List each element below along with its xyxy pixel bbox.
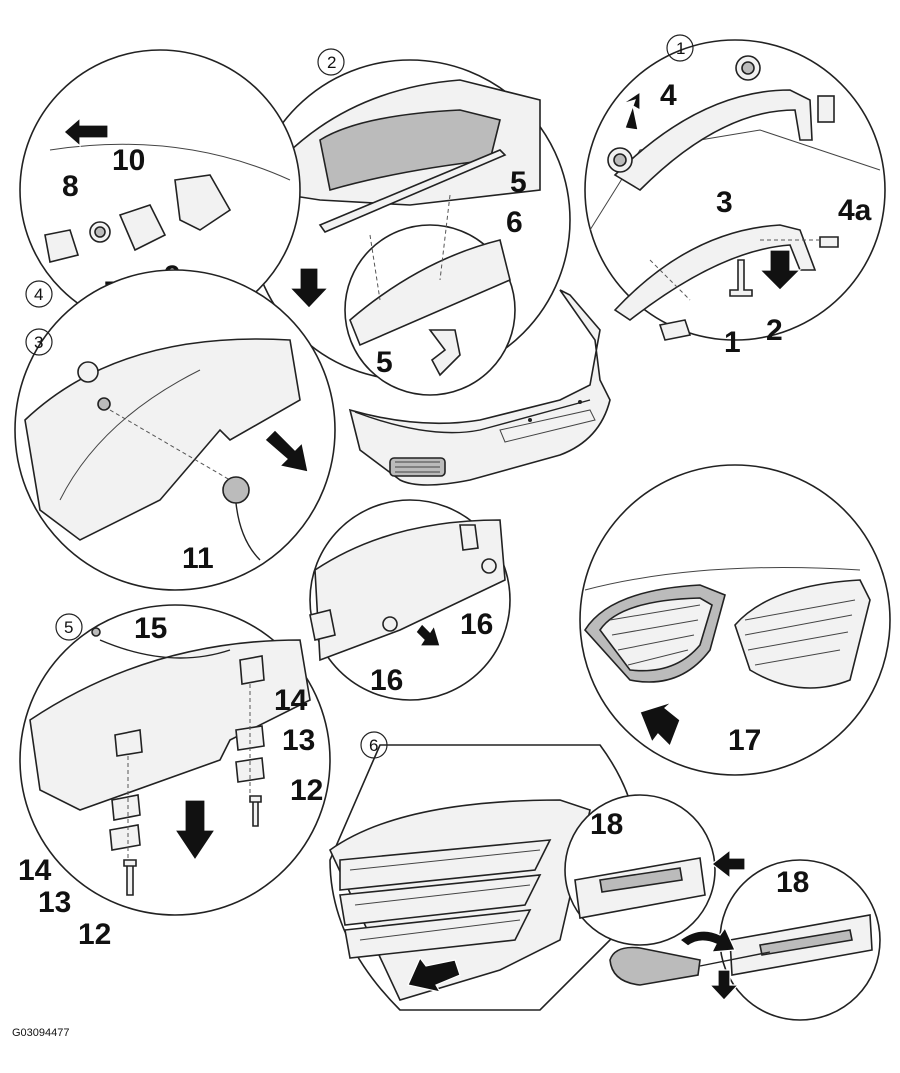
label-12-left: 12 xyxy=(78,918,111,951)
arrow-left-icon xyxy=(63,116,109,148)
label-5-lower: 5 xyxy=(376,346,393,379)
arrow-left-icon xyxy=(639,701,681,748)
step-5-circle xyxy=(55,613,83,641)
label-16-lower: 16 xyxy=(370,664,403,697)
label-3: 3 xyxy=(716,186,733,219)
label-1: 1 xyxy=(724,326,741,359)
panel-grille xyxy=(579,464,891,776)
label-18-right: 18 xyxy=(776,866,809,899)
arrow-right-icon xyxy=(415,623,441,647)
label-15: 15 xyxy=(134,612,167,645)
label-10: 10 xyxy=(112,144,145,177)
step-number-3: 3 xyxy=(34,333,43,352)
arrow-down-icon xyxy=(288,267,330,309)
step-4-circle xyxy=(25,280,53,308)
arrow-down-icon xyxy=(173,799,217,862)
step-2-circle xyxy=(317,48,345,76)
panel-4 xyxy=(19,49,301,331)
panel-5 xyxy=(19,604,331,916)
panel-2 xyxy=(249,59,571,396)
label-17: 17 xyxy=(728,724,761,757)
step-3-circle xyxy=(25,328,53,356)
step-6-circle xyxy=(360,731,388,759)
label-11: 11 xyxy=(182,542,214,575)
panel-clips xyxy=(309,499,511,701)
label-12-right: 12 xyxy=(290,774,323,807)
bumper-overview xyxy=(348,289,611,486)
step-1-circle xyxy=(666,34,694,62)
label-5-upper: 5 xyxy=(510,166,527,199)
step-number-2: 2 xyxy=(327,53,336,72)
label-18-middle: 18 xyxy=(590,808,623,841)
arrow-left-icon xyxy=(711,848,746,880)
rotate-arrow-icon xyxy=(678,926,736,953)
arrow-up-left-icon xyxy=(621,90,641,131)
panel-6 xyxy=(328,744,881,1021)
label-13-right: 13 xyxy=(282,724,315,757)
step-number-1: 1 xyxy=(676,39,685,58)
label-8: 8 xyxy=(62,170,79,203)
figure-code: G03094477 xyxy=(12,1027,70,1039)
arrow-down-icon xyxy=(758,249,802,291)
label-13-left: 13 xyxy=(38,886,71,919)
step-number-5: 5 xyxy=(64,618,73,637)
arrow-down-right-icon xyxy=(264,429,309,473)
label-4: 4 xyxy=(660,79,677,112)
label-16-right: 16 xyxy=(460,608,493,641)
label-6: 6 xyxy=(506,206,523,239)
step-number-6: 6 xyxy=(369,736,378,755)
label-14-left: 14 xyxy=(18,854,52,887)
step-number-4: 4 xyxy=(34,285,43,304)
arrow-down-icon xyxy=(708,969,740,1001)
label-2: 2 xyxy=(766,314,783,347)
panel-1 xyxy=(584,39,886,341)
panel-3 xyxy=(14,269,336,591)
label-4a: 4a xyxy=(838,194,872,227)
label-14-right: 14 xyxy=(274,684,308,717)
arrow-down-left-icon xyxy=(407,956,461,993)
